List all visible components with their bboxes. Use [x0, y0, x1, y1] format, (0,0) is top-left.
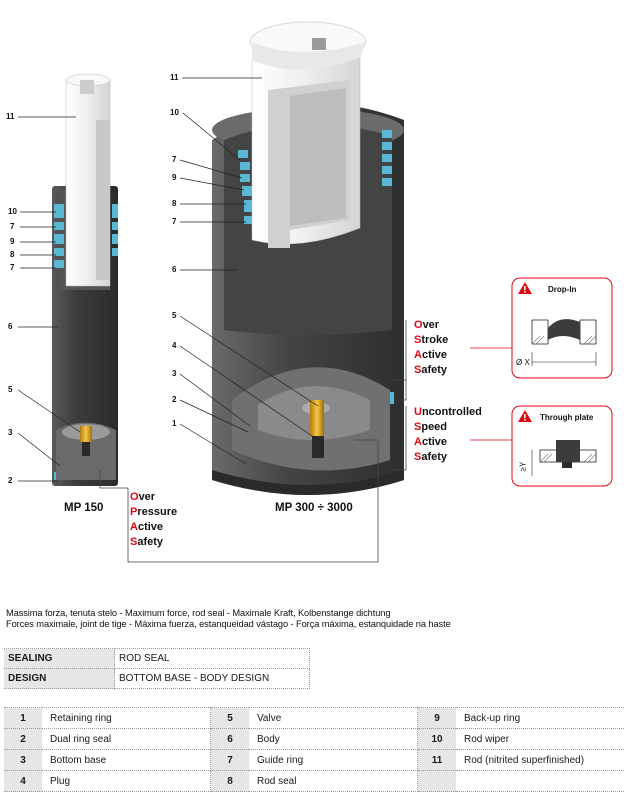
callout-label: 3	[172, 369, 177, 378]
spec-row: SEALING ROD SEAL	[4, 648, 310, 669]
table-row: 3 Bottom base 7 Guide ring 11 Rod (nitri…	[4, 749, 624, 771]
part-number: 11	[417, 749, 456, 771]
part-name: Back-up ring	[456, 707, 624, 729]
description-line: Massima forza, tenuta stelo - Maximum fo…	[6, 608, 391, 618]
table-row: 4 Plug 8 Rod seal	[4, 770, 624, 792]
part-name: Rod seal	[249, 770, 418, 792]
part-number: 4	[4, 770, 42, 792]
callout-label: 5	[172, 311, 177, 320]
callout-label: 10	[8, 207, 17, 216]
part-number: 5	[210, 707, 249, 729]
callout-label: 3	[8, 428, 13, 437]
callout-label: 11	[6, 112, 15, 121]
ops-acronym: Over Pressure Active Safety	[130, 491, 178, 548]
callout-label: 9	[10, 237, 15, 246]
part-number: 3	[4, 749, 42, 771]
part-name: Rod (nitrited superfinished)	[456, 749, 624, 771]
callout-label: 6	[8, 322, 13, 331]
model-mp300-3000: MP 300 ÷ 3000	[275, 502, 353, 514]
mp150-cylinder	[52, 73, 118, 486]
dropin-box	[511, 277, 613, 379]
part-number: 6	[210, 728, 249, 750]
model-mp150: MP 150	[64, 502, 104, 514]
callout-label: 2	[8, 476, 13, 485]
part-number: 8	[210, 770, 249, 792]
spec-key: SEALING	[4, 648, 115, 669]
through-plate-box	[511, 405, 613, 487]
callout-label: 7	[10, 222, 15, 231]
part-name: Bottom base	[42, 749, 211, 771]
part-name: Plug	[42, 770, 211, 792]
part-name: Valve	[249, 707, 418, 729]
cylinder-diagram: 11 10 7 9 8 7 6 5 3 2 11 10 7 9 8 7 6 5 …	[6, 21, 613, 563]
callout-label: 9	[172, 173, 177, 182]
callout-label: 1	[172, 419, 177, 428]
cylinder-illustration	[17, 21, 613, 563]
usas-acronym: Uncontrolled Speed Active Safety	[414, 406, 482, 463]
callout-label: 7	[10, 263, 15, 272]
part-name: Retaining ring	[42, 707, 211, 729]
dropin-dimension: Ø X	[516, 358, 530, 367]
part-number: 9	[417, 707, 456, 729]
callout-label: 8	[10, 250, 15, 259]
part-number: 7	[210, 749, 249, 771]
callout-label: 2	[172, 395, 177, 404]
table-row: 1 Retaining ring 5 Valve 9 Back-up ring	[4, 707, 624, 729]
description-line: Forces maximale, joint de tige - Máxima …	[6, 619, 451, 629]
bracket-lines	[99, 320, 512, 563]
part-name	[456, 770, 624, 792]
osas-acronym: Over Stroke Active Safety	[414, 319, 449, 376]
table-row: 2 Dual ring seal 6 Body 10 Rod wiper	[4, 728, 624, 750]
through-plate-title: Through plate	[540, 413, 594, 422]
spec-key: DESIGN	[4, 668, 115, 689]
part-number: 1	[4, 707, 42, 729]
part-name: Body	[249, 728, 418, 750]
callout-label: 7	[172, 155, 177, 164]
part-name: Rod wiper	[456, 728, 624, 750]
dropin-title: Drop-In	[548, 285, 577, 294]
part-name: Guide ring	[249, 749, 418, 771]
spec-value: BOTTOM BASE - BODY DESIGN	[114, 668, 310, 689]
spec-table: SEALING ROD SEAL DESIGN BOTTOM BASE - BO…	[4, 648, 310, 689]
spec-value: ROD SEAL	[114, 648, 310, 669]
callout-label: 4	[172, 341, 177, 350]
part-number: 2	[4, 728, 42, 750]
callout-label: 6	[172, 265, 177, 274]
callout-label: 5	[8, 385, 13, 394]
mp300-cylinder	[212, 21, 404, 495]
through-plate-dimension: ≥Y	[518, 461, 528, 472]
leader-lines	[17, 77, 319, 482]
callout-label: 7	[172, 217, 177, 226]
part-number: 10	[417, 728, 456, 750]
part-name: Dual ring seal	[42, 728, 211, 750]
callout-label: 11	[170, 73, 179, 82]
callout-label: 8	[172, 199, 177, 208]
part-number	[417, 770, 456, 792]
parts-table: 1 Retaining ring 5 Valve 9 Back-up ring …	[4, 707, 624, 792]
description: Massima forza, tenuta stelo - Maximum fo…	[6, 608, 451, 630]
callout-label: 10	[170, 108, 179, 117]
spec-row: DESIGN BOTTOM BASE - BODY DESIGN	[4, 668, 310, 689]
